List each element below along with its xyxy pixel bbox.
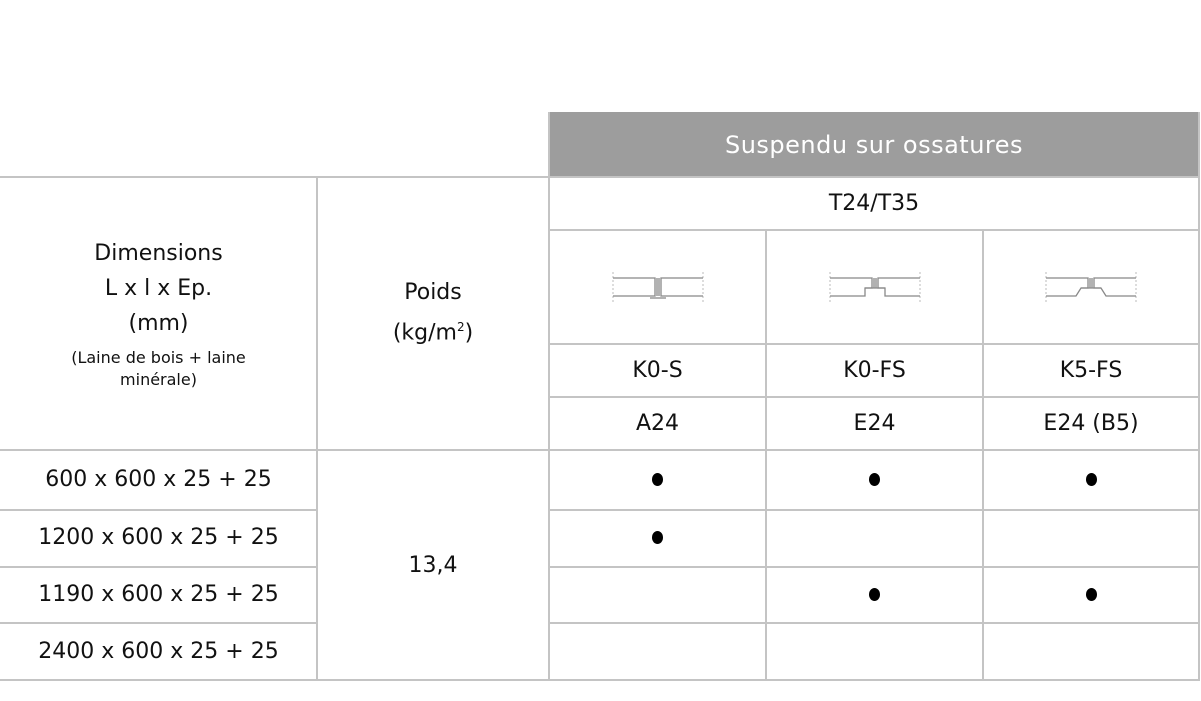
grid-type-header: T24/T35 [549, 177, 1199, 230]
banner-suspendu: Suspendu sur ossatures [549, 112, 1199, 177]
divider [0, 449, 1200, 451]
dimensions-formula: L x l x Ep. [104, 275, 213, 301]
divider [549, 229, 1200, 231]
divider [549, 396, 1200, 398]
bullet-icon [1085, 588, 1097, 601]
edge-profile-cell-3 [983, 230, 1199, 344]
table-row-2-dimension: 1200 x 600 x 25 + 25 [38, 525, 279, 550]
bullet-icon [869, 473, 880, 486]
dimensions-title: Dimensions [94, 240, 223, 266]
divider [0, 679, 1200, 681]
bullet-icon [652, 531, 663, 544]
weight-title: Poids [404, 280, 462, 306]
edge-profile-k5-fs-icon [1043, 269, 1139, 305]
edge-code-1: K0-S [632, 358, 683, 383]
dimensions-header: Dimensions L x l x Ep. (mm) (Laine de bo… [0, 177, 317, 449]
row-1-col-2-available [766, 450, 983, 509]
divider [765, 230, 767, 680]
table-row-1-dimension: 600 x 600 x 25 + 25 [45, 467, 272, 492]
edge-code-2: K0-FS [843, 358, 906, 383]
row-3-col-2-available [766, 566, 983, 623]
edge-profile-cell-2 [766, 230, 983, 344]
divider [548, 112, 550, 680]
edge-label-1: A24 [635, 411, 680, 436]
table-row-4-dimension: 2400 x 600 x 25 + 25 [38, 639, 279, 664]
edge-code-3: K5-FS [1059, 358, 1123, 383]
bullet-icon [1085, 473, 1097, 486]
bullet-icon [652, 473, 663, 486]
weight-value: 13,4 [408, 552, 458, 578]
banner-label: Suspendu sur ossatures [724, 130, 1024, 159]
grid-type-label: T24/T35 [828, 191, 920, 216]
divider [549, 509, 1200, 511]
edge-label-3: E24 (B5) [1043, 411, 1139, 436]
divider [549, 622, 1200, 624]
divider [982, 230, 984, 680]
divider [0, 566, 317, 568]
divider [549, 343, 1200, 345]
edge-profile-k0-fs-icon [827, 269, 923, 305]
divider [1198, 112, 1200, 680]
dimensions-note: (Laine de bois + laine minérale) [71, 347, 246, 389]
edge-profile-cell-1 [549, 230, 766, 344]
row-1-col-1-available [549, 450, 766, 509]
edge-label-2: E24 [853, 411, 896, 436]
dimensions-unit: (mm) [128, 310, 189, 336]
divider [0, 509, 317, 511]
divider [0, 176, 1200, 178]
divider [549, 566, 1200, 568]
edge-profile-k0-s-icon [610, 269, 706, 305]
table-row-3-dimension: 1190 x 600 x 25 + 25 [38, 582, 279, 607]
row-3-col-3-available [983, 566, 1199, 623]
weight-header: Poids (kg/m2) [317, 177, 549, 449]
row-1-col-3-available [983, 450, 1199, 509]
bullet-icon [869, 588, 880, 601]
row-2-col-1-available [549, 509, 766, 566]
divider [0, 622, 317, 624]
weight-unit: (kg/m2) [392, 320, 474, 346]
divider [316, 177, 318, 680]
